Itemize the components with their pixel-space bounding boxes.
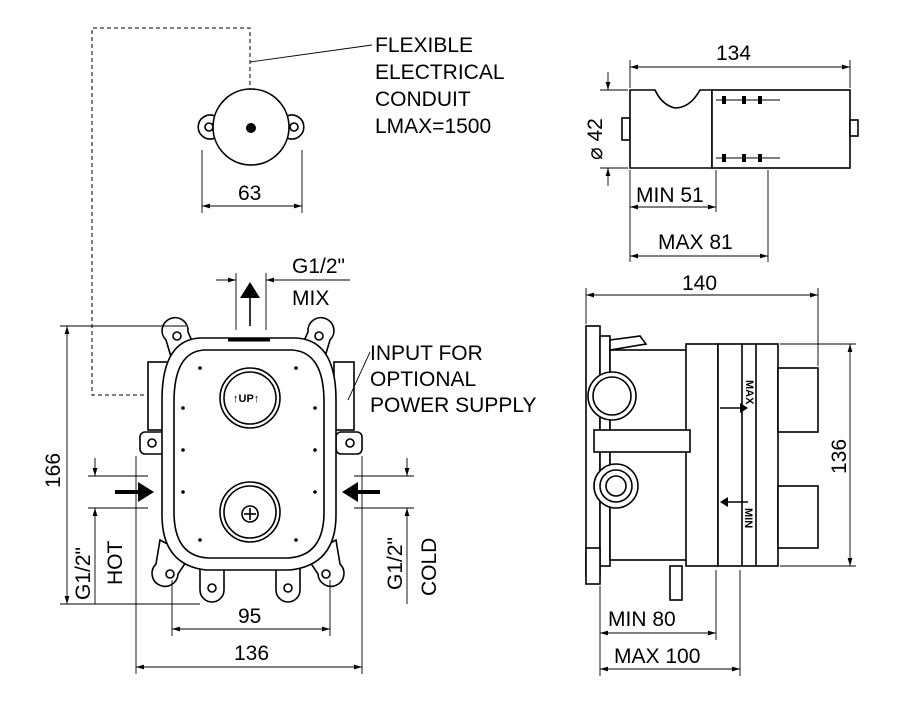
mix-label: MIX <box>292 287 329 310</box>
min-mark: MIN <box>742 508 754 528</box>
power-note-line-3: POWER SUPPLY <box>370 394 536 417</box>
dim-side-max <box>600 570 741 676</box>
mix-size-label: G1/2" <box>292 255 345 278</box>
dim-cold <box>354 458 414 604</box>
power-note-line-2: OPTIONAL <box>370 368 476 391</box>
dim-side-depth-label: 140 <box>682 272 717 295</box>
dim-body-inner-width <box>171 580 331 636</box>
cold-inlet-arrow <box>342 482 380 502</box>
dim-body-height <box>60 325 200 605</box>
dim-side-min <box>599 570 717 676</box>
valve-body-side <box>585 325 819 601</box>
conduit-note-line-2: ELECTRICAL <box>375 61 505 84</box>
dim-mix <box>216 273 350 330</box>
dim-knob-diameter-label: ⌀ 42 <box>584 118 607 160</box>
conduit-leader <box>249 44 373 63</box>
dim-body-outer-width-label: 136 <box>234 642 269 665</box>
dim-side-depth <box>585 288 819 366</box>
conduit-note-line-3: CONDUIT <box>375 88 471 111</box>
dim-body-height-label: 166 <box>42 453 65 488</box>
dim-knob-diameter <box>600 72 628 186</box>
knob-side-view <box>621 89 859 169</box>
dim-side-max-label: MAX 100 <box>614 645 700 668</box>
up-mark: ↑UP↑ <box>233 393 259 405</box>
dim-knob-max <box>630 170 769 262</box>
max-mark: MAX <box>743 380 755 405</box>
dim-hot <box>88 458 148 604</box>
dim-knob-max-label: MAX 81 <box>658 231 733 254</box>
conduit-note-line-4: LMAX=1500 <box>375 115 491 138</box>
cold-label: COLD <box>418 538 441 596</box>
power-leader <box>347 351 371 401</box>
hot-inlet-arrow <box>115 482 154 502</box>
dim-knob-length <box>629 60 851 88</box>
flexible-conduit <box>91 27 251 396</box>
dim-knob-width <box>201 150 303 213</box>
dim-side-height-label: 136 <box>828 439 851 474</box>
valve-body-front <box>139 316 363 603</box>
dim-body-inner-width-label: 95 <box>238 605 261 628</box>
power-note-line-1: INPUT FOR <box>370 342 483 365</box>
conduit-note-line-1: FLEXIBLE <box>375 34 473 57</box>
hot-label: HOT <box>104 541 127 586</box>
mix-outlet-arrow <box>240 282 260 326</box>
dim-side-height <box>780 343 856 567</box>
knob-front-view <box>197 88 305 166</box>
dim-knob-min-label: MIN 51 <box>636 184 704 207</box>
dim-knob-length-label: 134 <box>716 42 751 65</box>
dim-knob-width-label: 63 <box>238 182 261 205</box>
dim-side-min-label: MIN 80 <box>608 608 676 631</box>
cold-size-label: G1/2" <box>384 537 407 590</box>
dim-knob-min <box>629 170 717 262</box>
hot-size-label: G1/2" <box>72 547 95 600</box>
dim-body-outer-width <box>135 456 363 674</box>
